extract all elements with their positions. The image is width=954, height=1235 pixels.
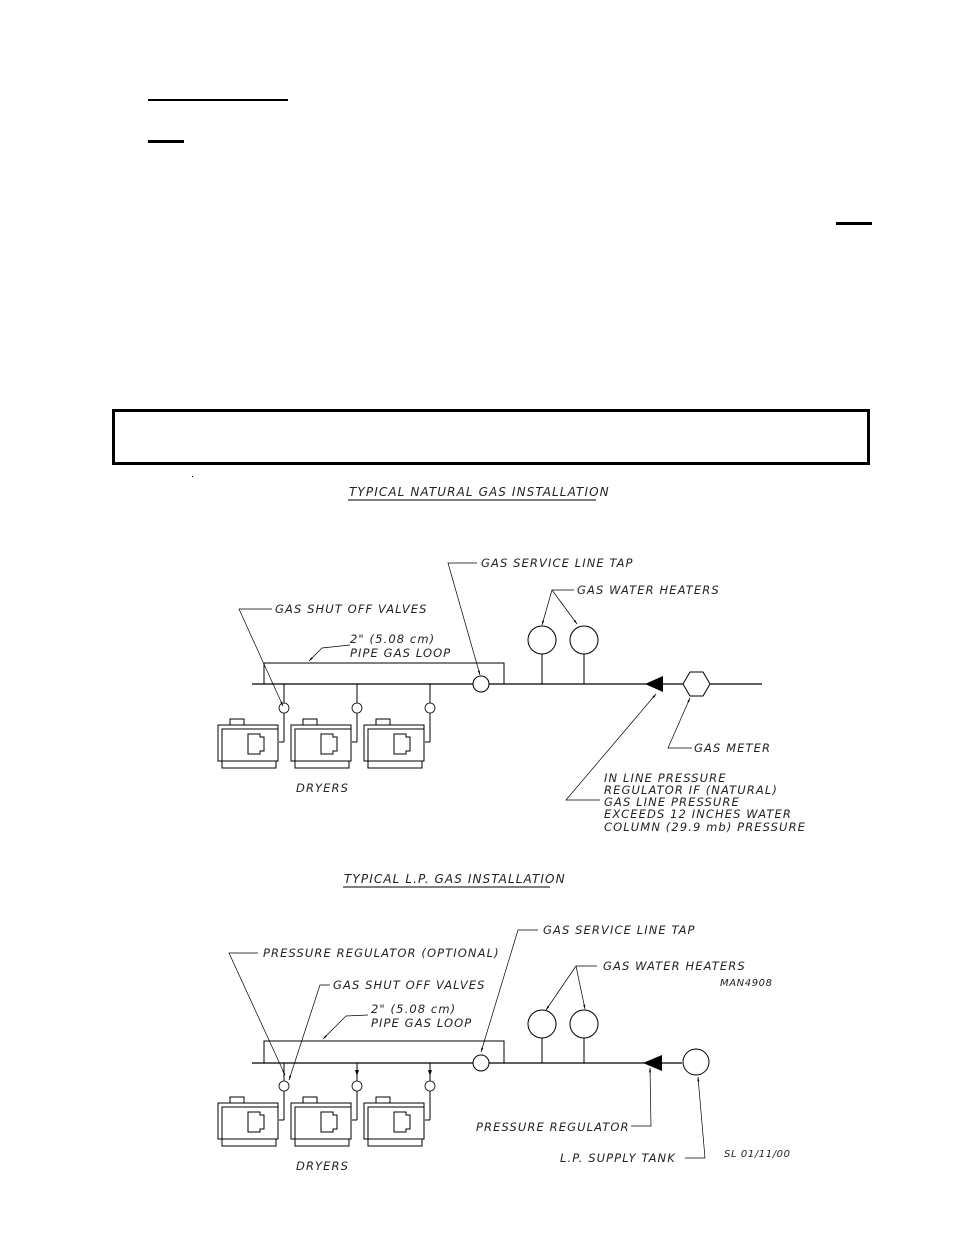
pressure-regulator-icon [645, 676, 663, 692]
pressure-regulator-optional-label: PRESSURE REGULATOR (OPTIONAL) [263, 946, 500, 960]
dryers-label: DRYERS [296, 781, 349, 795]
heading-underline-1 [148, 99, 288, 101]
heading-underline-3 [836, 222, 872, 225]
svg-text:GAS LINE PRESSURE: GAS LINE PRESSURE [604, 795, 740, 809]
dryer-icon [290, 1096, 352, 1147]
water-heaters-label: GAS WATER HEATERS [577, 583, 720, 597]
lp-supply-tank-icon [682, 1048, 710, 1076]
svg-text:REGULATOR IF (NATURAL): REGULATOR IF (NATURAL) [604, 783, 778, 797]
pressure-regulator-icon [643, 1055, 662, 1071]
shut-off-valves-label: GAS SHUT OFF VALVES [333, 978, 486, 992]
regulator-note: IN LINE PRESSURE REGULATOR IF (NATURAL) … [604, 771, 806, 834]
revision-stamp: SL 01/11/00 [724, 1149, 791, 1160]
dryers-label: DRYERS [296, 1159, 349, 1173]
dryer-icon [290, 718, 352, 769]
shut-off-valve-icon [351, 1080, 363, 1092]
svg-text:EXCEEDS 12 INCHES WATER: EXCEEDS 12 INCHES WATER [604, 807, 792, 821]
water-heater-icon [527, 1009, 557, 1039]
natural-gas-diagram: TYPICAL NATURAL GAS INSTALLATION DRYERS [217, 485, 806, 834]
dryer-icon [217, 1096, 279, 1147]
dryer-icon [363, 718, 425, 769]
shut-off-valves-label: GAS SHUT OFF VALVES [275, 602, 428, 616]
shut-off-valve-icon [424, 702, 436, 714]
service-tap-label: GAS SERVICE LINE TAP [481, 556, 634, 570]
pipe-loop-label: PIPE GAS LOOP [371, 1016, 472, 1030]
pressure-regulator-label: PRESSURE REGULATOR [476, 1120, 630, 1134]
gas-meter-icon [682, 671, 711, 697]
dryer-branches [278, 1063, 436, 1121]
shut-off-valve-icon [278, 702, 290, 714]
shut-off-valve-icon [278, 1080, 290, 1092]
pipe-gas-loop [263, 1040, 505, 1064]
lp-supply-tank-label: L.P. SUPPLY TANK [560, 1151, 676, 1165]
gas-meter-label: GAS METER [694, 741, 771, 755]
dryer-icon [363, 1096, 425, 1147]
pipe-loop-label: PIPE GAS LOOP [350, 646, 451, 660]
shut-off-valve-icon [351, 702, 363, 714]
shut-off-valve-icon [424, 1080, 436, 1092]
svg-text:IN LINE PRESSURE: IN LINE PRESSURE [604, 771, 727, 785]
water-heaters-label: GAS WATER HEATERS [603, 959, 746, 973]
natural-gas-title: TYPICAL NATURAL GAS INSTALLATION [349, 485, 610, 499]
pipe-loop-size-label: 2" (5.08 cm) [350, 632, 435, 646]
drawing-number: MAN4908 [720, 978, 773, 989]
water-heater-icon [569, 1009, 599, 1039]
pipe-gas-loop [263, 662, 505, 685]
service-tap-label: GAS SERVICE LINE TAP [543, 923, 696, 937]
notice-box [112, 409, 870, 465]
svg-text:COLUMN (29.9 mb) PRESSURE: COLUMN (29.9 mb) PRESSURE [604, 820, 806, 834]
water-heater-icon [527, 625, 557, 655]
dryer-icon [217, 718, 279, 769]
service-tap-icon [472, 1054, 490, 1072]
lp-gas-diagram: TYPICAL L.P. GAS INSTALLATION DRYERS [217, 872, 791, 1173]
water-heater-icon [569, 625, 599, 655]
pipe-loop-size-label: 2" (5.08 cm) [371, 1002, 456, 1016]
lp-gas-title: TYPICAL L.P. GAS INSTALLATION [344, 872, 566, 886]
stray-dot [192, 476, 193, 477]
heading-underline-2 [148, 140, 184, 143]
service-tap-icon [472, 675, 490, 693]
